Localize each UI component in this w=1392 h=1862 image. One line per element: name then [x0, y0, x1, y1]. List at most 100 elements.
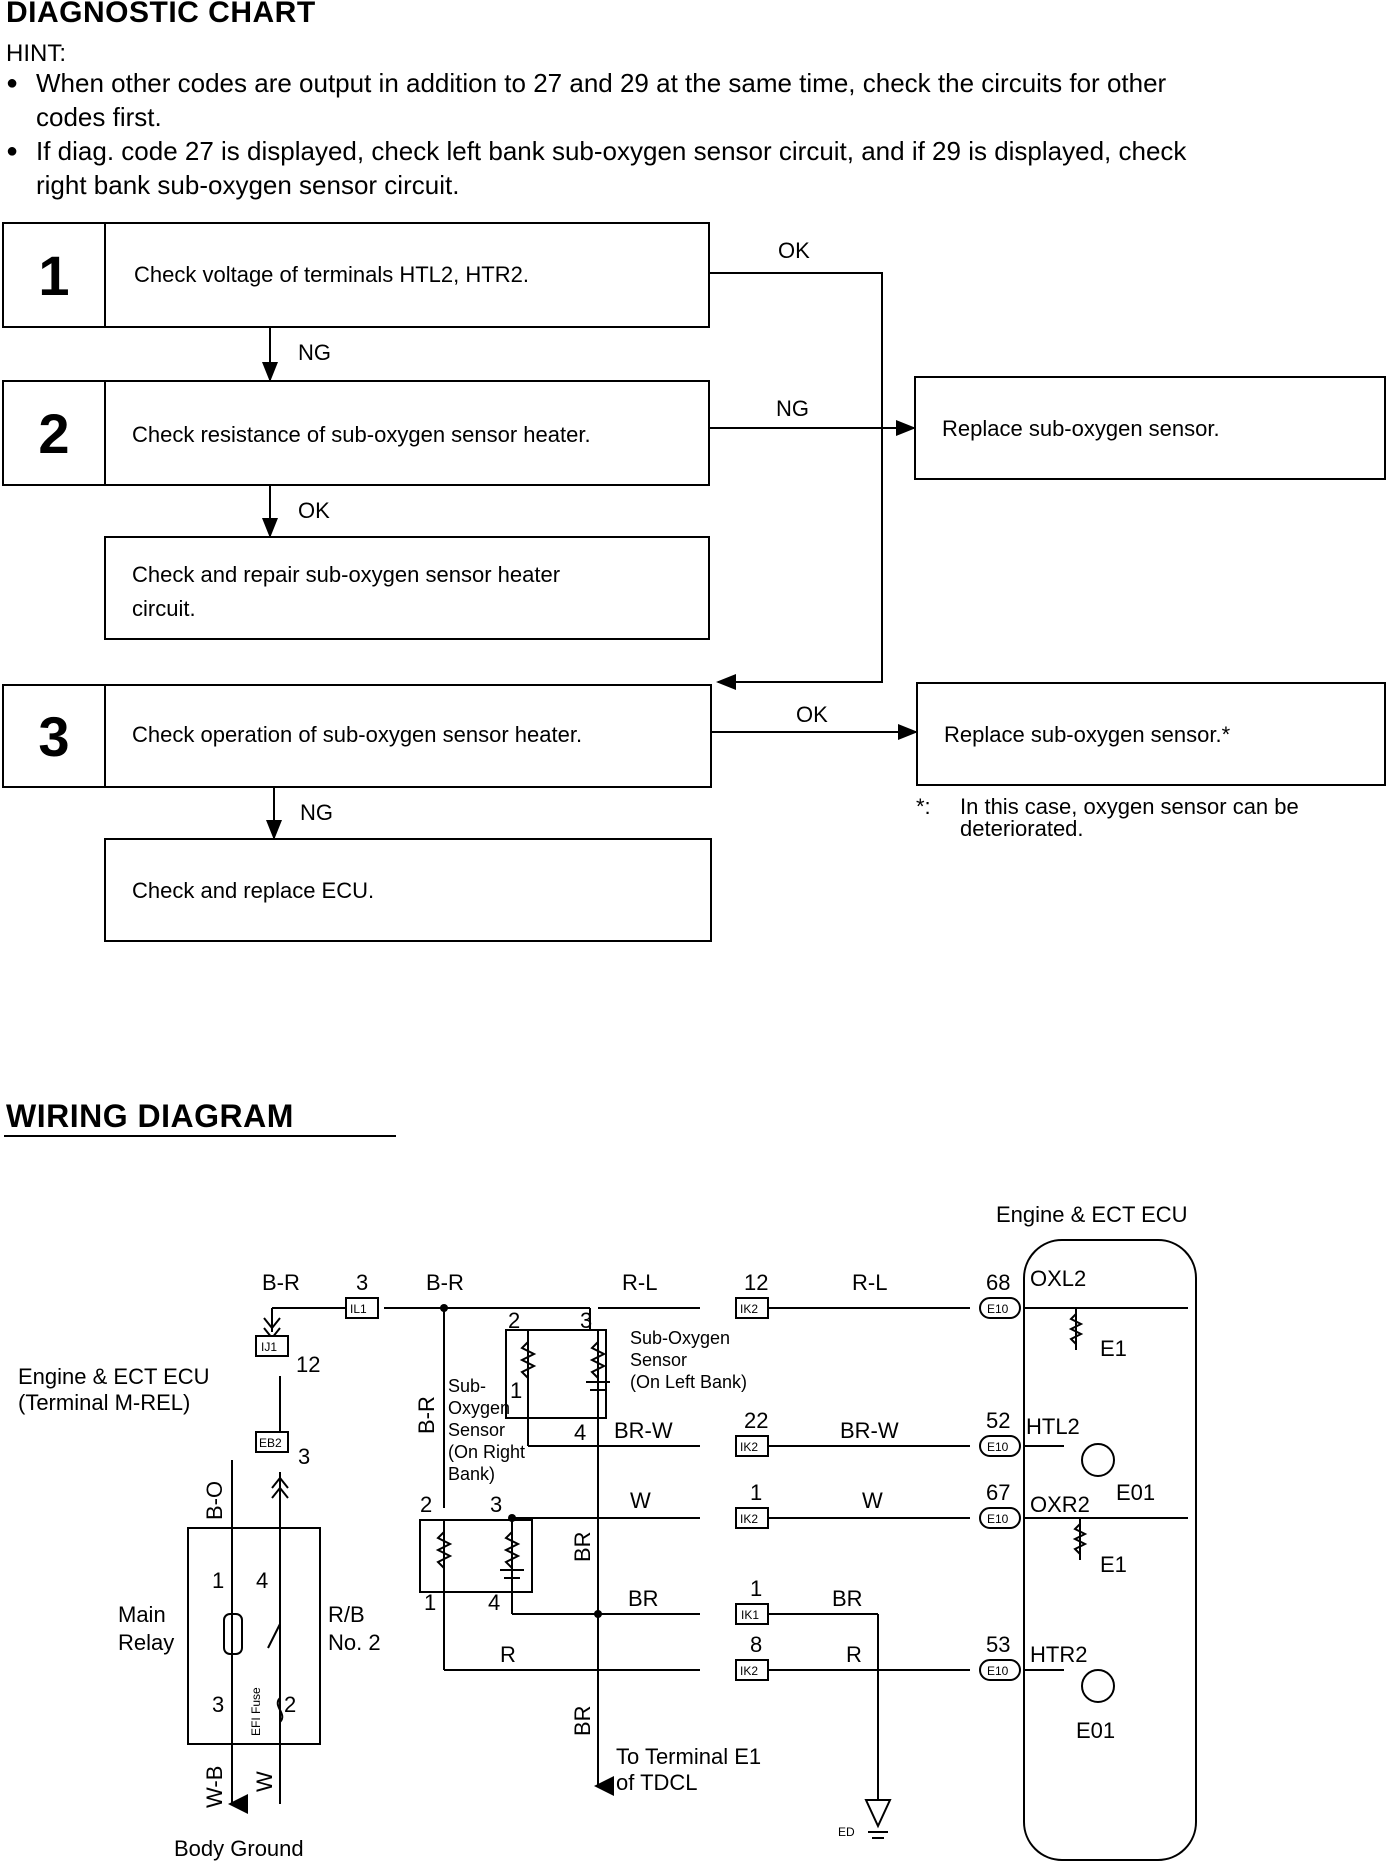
- wire-color: B-R: [262, 1270, 300, 1295]
- connector-label: IK2: [740, 1302, 758, 1316]
- svg-text:3: 3: [212, 1692, 224, 1717]
- bullet-icon: ●: [6, 140, 19, 162]
- connector-label: E10: [987, 1440, 1009, 1454]
- ecu-ref-label: (Terminal M-REL): [18, 1390, 190, 1415]
- svg-text:53: 53: [986, 1632, 1010, 1657]
- wire-color: BR: [832, 1586, 863, 1611]
- footnote-line: In this case, oxygen sensor can be: [960, 794, 1299, 819]
- connector-label: IJ1: [261, 1340, 277, 1354]
- svg-text:1: 1: [750, 1576, 762, 1601]
- svg-text:1: 1: [750, 1480, 762, 1505]
- wire-color: W: [630, 1488, 651, 1513]
- replace-sensor-star-box: Replace sub-oxygen sensor.*: [916, 682, 1386, 786]
- wire-color: B-R: [426, 1270, 464, 1295]
- wiring-diagram-title: WIRING DIAGRAM: [6, 1098, 294, 1134]
- body-ground-label: Body Ground: [174, 1836, 304, 1861]
- svg-text:1: 1: [212, 1568, 224, 1593]
- right-sensor-label: Sensor: [448, 1420, 505, 1440]
- wire-color: B-R: [414, 1396, 439, 1434]
- svg-text:OXL2: OXL2: [1030, 1266, 1086, 1291]
- main-relay-label: Main: [118, 1602, 166, 1627]
- footnote-mark: *:: [916, 794, 931, 819]
- svg-text:E01: E01: [1116, 1480, 1155, 1505]
- connector-label: IK1: [741, 1608, 759, 1622]
- wire-color: R: [846, 1642, 862, 1667]
- flow-label: NG: [300, 800, 333, 825]
- svg-text:8: 8: [750, 1632, 762, 1657]
- step-text: Check resistance of sub-oxygen sensor he…: [132, 422, 591, 447]
- step-number: 2: [4, 382, 106, 484]
- to-terminal-label: To Terminal E1: [616, 1744, 761, 1769]
- svg-text:2: 2: [284, 1692, 296, 1717]
- left-sensor-label: Sub-Oxygen: [630, 1328, 730, 1348]
- svg-text:4: 4: [256, 1568, 268, 1593]
- wire-color: BR-W: [614, 1418, 673, 1443]
- replace-ecu-box: Check and replace ECU.: [104, 838, 712, 942]
- right-sensor-label: Oxygen: [448, 1398, 510, 1418]
- step-1-box: 1 Check voltage of terminals HTL2, HTR2.: [2, 222, 710, 328]
- wire-color: BR: [570, 1531, 595, 1562]
- svg-text:OXR2: OXR2: [1030, 1492, 1090, 1517]
- ecu-title: Engine & ECT ECU: [996, 1202, 1188, 1227]
- flow-label: NG: [776, 396, 809, 421]
- svg-text:12: 12: [296, 1352, 320, 1377]
- hint-label: HINT:: [6, 40, 66, 67]
- svg-text:52: 52: [986, 1408, 1010, 1433]
- rb-label: No. 2: [328, 1630, 381, 1655]
- svg-text:1: 1: [510, 1378, 522, 1403]
- left-sensor-label: (On Left Bank): [630, 1372, 747, 1392]
- right-sensor-label: Sub-: [448, 1376, 486, 1396]
- svg-text:1: 1: [424, 1590, 436, 1615]
- wire-color: W-B: [202, 1766, 227, 1808]
- wire-color: W: [252, 1771, 277, 1792]
- to-terminal-label: of TDCL: [616, 1770, 698, 1795]
- wire-color: R-L: [622, 1270, 657, 1295]
- ecu-outline: [1023, 1239, 1197, 1861]
- svg-text:67: 67: [986, 1480, 1010, 1505]
- svg-text:68: 68: [986, 1270, 1010, 1295]
- ground-label: ED: [838, 1825, 855, 1839]
- svg-text:12: 12: [744, 1270, 768, 1295]
- step-number: 1: [4, 224, 106, 326]
- svg-text:4: 4: [488, 1590, 500, 1615]
- connector-label: IK2: [740, 1512, 758, 1526]
- connector-label: IL1: [350, 1302, 367, 1316]
- ecu-ref-label: Engine & ECT ECU: [18, 1364, 210, 1389]
- svg-text:3: 3: [298, 1444, 310, 1469]
- repair-circuit-box: Check and repair sub-oxygen sensor heate…: [104, 536, 710, 640]
- wire-color: B-O: [202, 1481, 227, 1520]
- rb-label: R/B: [328, 1602, 365, 1627]
- step-text: Check operation of sub-oxygen sensor hea…: [132, 722, 583, 747]
- svg-text:3: 3: [580, 1308, 592, 1333]
- efi-fuse-label: EFI Fuse: [249, 1687, 263, 1736]
- svg-text:HTR2: HTR2: [1030, 1642, 1087, 1667]
- connector-label: E10: [987, 1302, 1009, 1316]
- diagnostic-chart-title: DIAGNOSTIC CHART: [6, 0, 316, 29]
- svg-text:E1: E1: [1100, 1552, 1127, 1577]
- right-sensor-label: (On Right: [448, 1442, 525, 1462]
- wire-color: W: [862, 1488, 883, 1513]
- wire-color: BR-W: [840, 1418, 899, 1443]
- step-2-box: 2 Check resistance of sub-oxygen sensor …: [2, 380, 710, 486]
- wire-color: R-L: [852, 1270, 887, 1295]
- connector-label: E10: [987, 1664, 1009, 1678]
- flow-label: OK: [778, 238, 810, 263]
- svg-text:HTL2: HTL2: [1026, 1414, 1080, 1439]
- svg-text:E01: E01: [1076, 1718, 1115, 1743]
- connector-label: IK2: [740, 1664, 758, 1678]
- svg-text:3: 3: [490, 1492, 502, 1517]
- right-sensor-label: Bank): [448, 1464, 495, 1484]
- replace-sensor-box: Replace sub-oxygen sensor.: [914, 376, 1386, 480]
- left-sensor-label: Sensor: [630, 1350, 687, 1370]
- wire-color: BR: [570, 1705, 595, 1736]
- footnote-line: deteriorated.: [960, 816, 1084, 841]
- svg-text:2: 2: [420, 1492, 432, 1517]
- step-text: Check voltage of terminals HTL2, HTR2.: [134, 262, 529, 287]
- svg-text:3: 3: [356, 1270, 368, 1295]
- wire-color: R: [500, 1642, 516, 1667]
- connector-label: E10: [987, 1512, 1009, 1526]
- connector-label: EB2: [259, 1436, 282, 1450]
- flow-label: NG: [298, 340, 331, 365]
